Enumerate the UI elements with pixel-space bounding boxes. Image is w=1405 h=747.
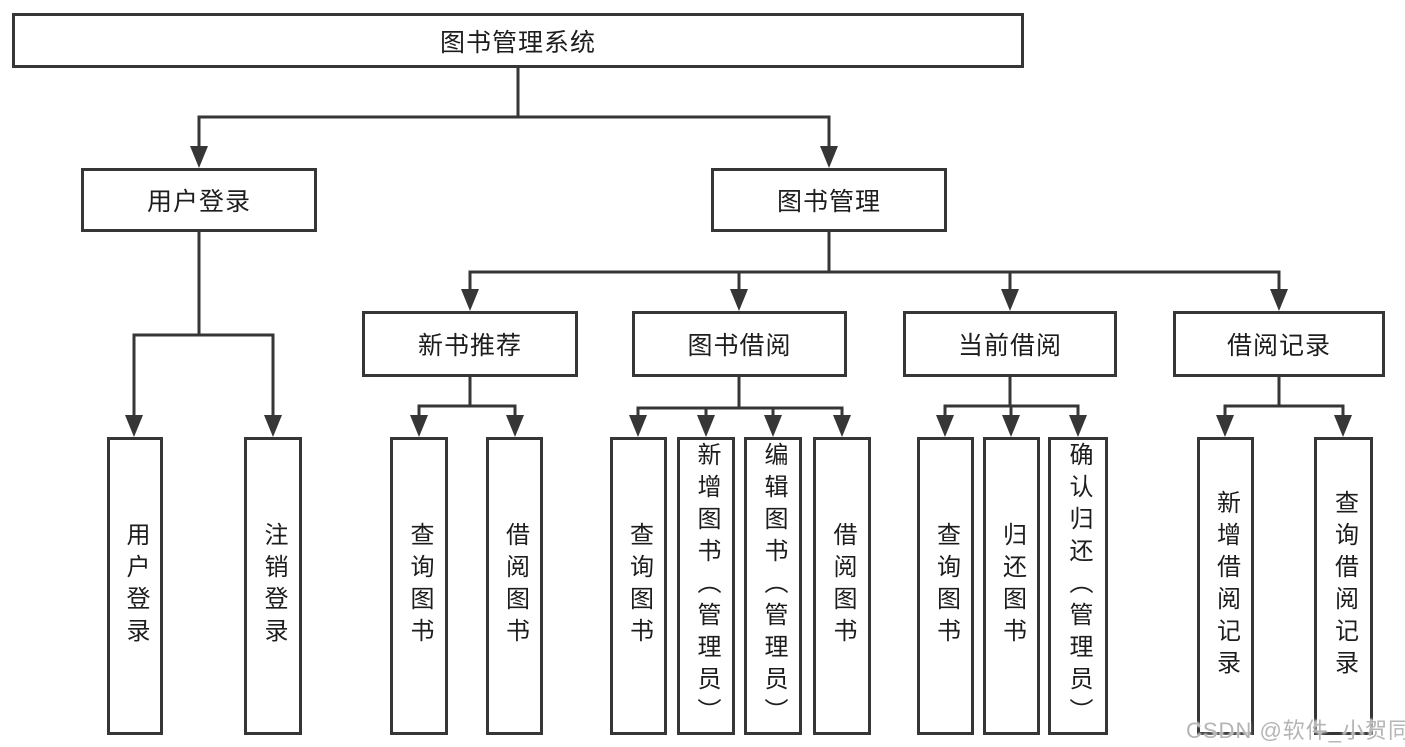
leaf-borrowing-edit-books-admin: 编辑图书（管理员）: [744, 437, 802, 735]
leaf-borrowing-borrow-books: 借阅图书: [813, 437, 871, 735]
node-new-book-recommend: 新书推荐: [362, 311, 578, 377]
node-book-management: 图书管理: [711, 168, 947, 232]
leaf-records-add-record: 新增借阅记录: [1197, 437, 1254, 735]
node-book-borrowing: 图书借阅: [632, 311, 847, 377]
node-library-management-system: 图书管理系统: [12, 13, 1024, 68]
csdn-watermark: CSDN @软件_小贺同学: [1186, 718, 1405, 743]
leaf-borrowing-add-books-admin: 新增图书（管理员）: [677, 437, 735, 735]
leaf-current-query-books: 查询图书: [917, 437, 974, 735]
leaf-borrowing-query-books: 查询图书: [610, 437, 667, 735]
node-current-borrowing: 当前借阅: [903, 311, 1117, 377]
node-borrowing-records: 借阅记录: [1173, 311, 1385, 377]
leaf-current-return-books: 归还图书: [983, 437, 1040, 735]
leaf-user-login: 用户登录: [107, 437, 163, 735]
leaf-logout-login: 注销登录: [244, 437, 302, 735]
leaf-recommend-borrow-books: 借阅图书: [486, 437, 543, 735]
leaf-recommend-query-books: 查询图书: [390, 437, 448, 735]
leaf-current-confirm-return-admin: 确认归还（管理员）: [1048, 437, 1108, 735]
node-user-login: 用户登录: [81, 168, 317, 232]
leaf-records-query-record: 查询借阅记录: [1314, 437, 1373, 735]
